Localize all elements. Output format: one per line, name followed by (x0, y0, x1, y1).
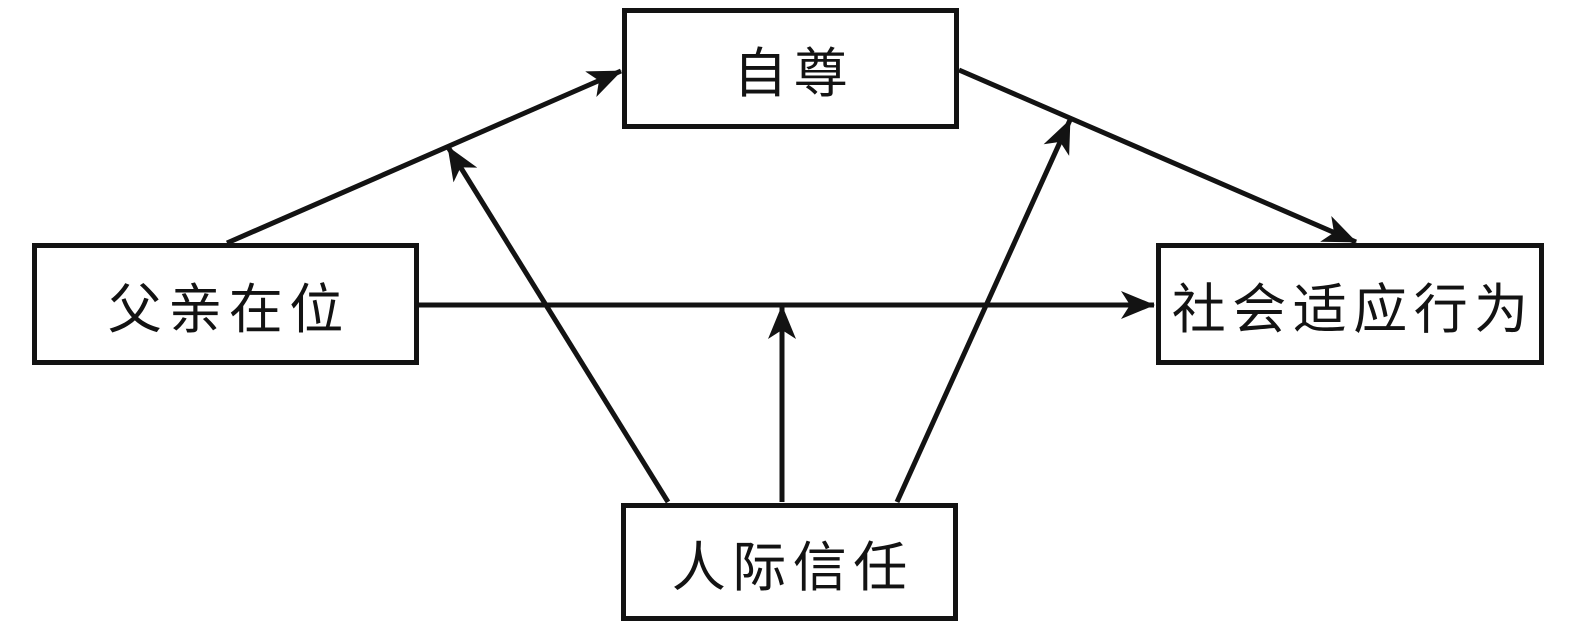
node-father-presence: 父亲在位 (32, 243, 419, 365)
node-self-esteem-label: 自尊 (733, 42, 855, 105)
node-interpersonal-trust: 人际信任 (621, 503, 958, 621)
node-interpersonal-trust-label: 人际信任 (671, 535, 914, 599)
node-social-adaptation: 社会适应行为 (1156, 243, 1544, 365)
arrow-trust-to-selfesteem-social-path (894, 118, 1073, 504)
arrow-trust-to-father-selfesteem-path (445, 145, 671, 504)
node-father-presence-label: 父亲在位 (107, 277, 350, 341)
node-self-esteem: 自尊 (622, 8, 959, 129)
node-social-adaptation-label: 社会适应行为 (1171, 277, 1535, 341)
arrow-self-esteem-to-social-adaptation (958, 67, 1357, 245)
arrow-father-to-self-esteem (225, 68, 623, 246)
